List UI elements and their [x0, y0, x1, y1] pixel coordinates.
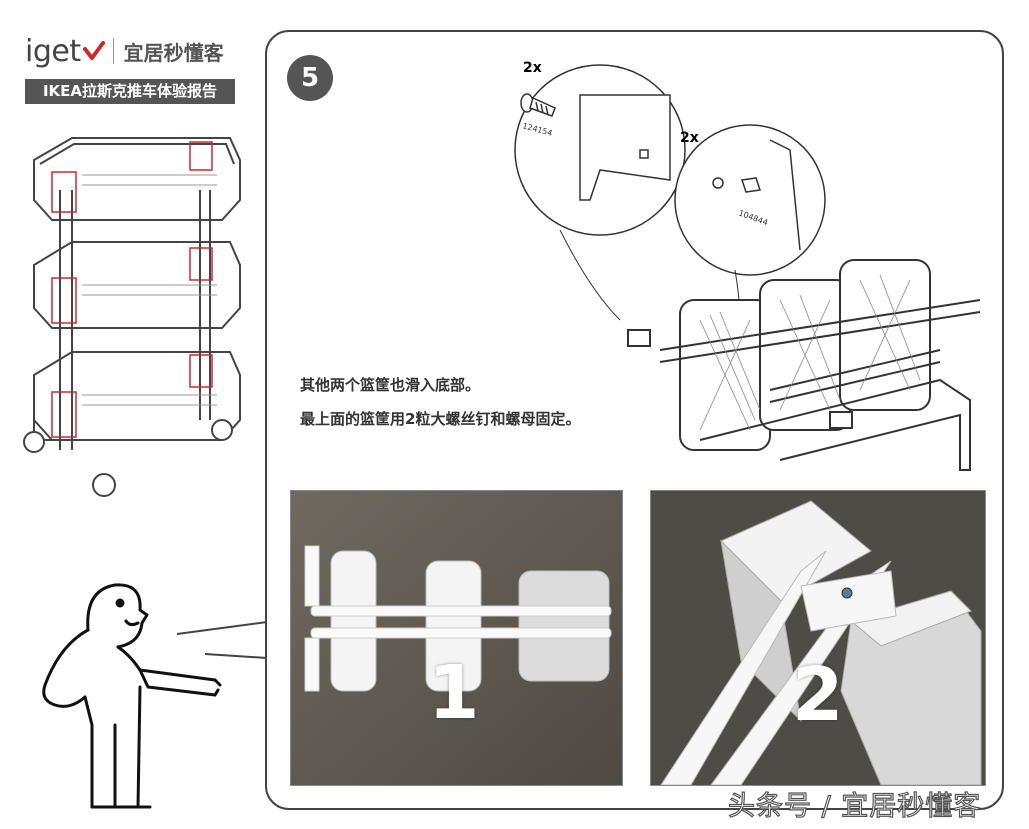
watermark: 头条号 / 宜居秒懂客: [727, 790, 982, 822]
photo-2: [650, 490, 986, 786]
brand-logo: iget 宜居秒懂客: [25, 33, 224, 69]
checkmark-icon: [82, 41, 105, 60]
photo-2-image: [651, 491, 985, 785]
step-number-badge: 5: [287, 55, 333, 101]
ikea-man-figure: [42, 583, 222, 809]
logo-word: iget: [25, 33, 81, 69]
photo-1: [290, 490, 623, 786]
nut-qty-label: 2x: [680, 130, 699, 146]
photo-2-number: 2: [792, 652, 844, 738]
report-subtitle: IKEA拉斯克推车体验报告: [25, 79, 235, 104]
speech-tail: [176, 621, 268, 659]
logo-cn-name: 宜居秒懂客: [123, 40, 224, 65]
photo-1-number: 1: [428, 650, 480, 736]
instruction-line-2: 最上面的篮筐用2粒大螺丝钉和螺母固定。: [300, 410, 581, 428]
screw-qty-label: 2x: [523, 60, 542, 76]
cart-illustration: [23, 137, 241, 497]
assembly-diagram: 2x 124154 2x 104844: [514, 60, 981, 471]
logo-separator: [112, 38, 114, 64]
photo-1-image: [291, 491, 622, 785]
instruction-panel: [265, 30, 1004, 810]
instruction-line-1: 其他两个篮筐也滑入底部。: [300, 376, 481, 394]
